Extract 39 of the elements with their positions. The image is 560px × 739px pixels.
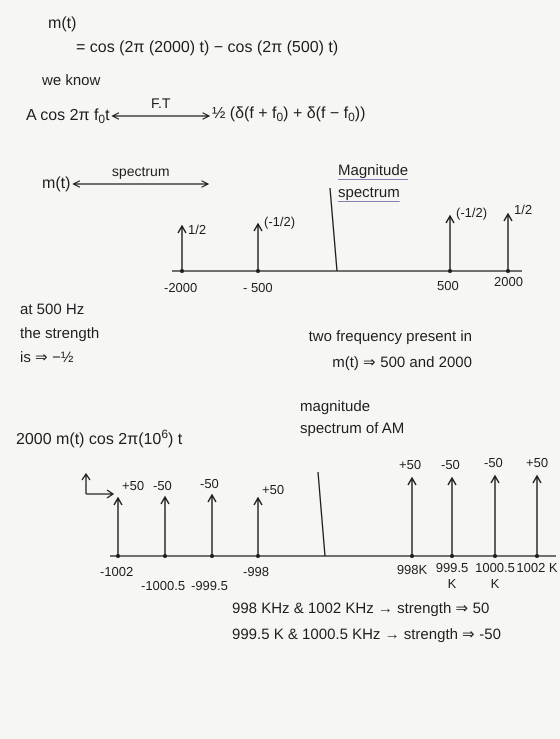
- frequency-label: - 500: [243, 279, 273, 297]
- amplitude-label: 1/2: [514, 201, 532, 219]
- signal-label: m(t): [42, 172, 70, 196]
- frequency-label: -1002: [100, 563, 134, 581]
- frequency-label: 500: [437, 277, 459, 295]
- double-arrow: [72, 180, 209, 188]
- frequency-label: 999.5 K: [434, 560, 470, 592]
- frequency-label: 2000: [494, 273, 523, 291]
- frequency-label: -999.5: [191, 577, 228, 595]
- amplitude-label: +50: [526, 454, 548, 472]
- amplitude-label: +50: [262, 481, 284, 499]
- formula-text: A cos 2π f$_{0}$t: [26, 104, 110, 128]
- amplitude-label: -50: [484, 454, 503, 472]
- note-text: 999.5 K & 1000.5 KHz → strength ⇒ -50: [232, 625, 501, 645]
- double-arrow: [112, 112, 210, 120]
- signal-label: m(t): [48, 14, 76, 34]
- amplitude-label: -50: [153, 477, 172, 495]
- amplitude-label: 1/2: [188, 221, 206, 239]
- frequency-label: 1000.5 K: [474, 560, 516, 592]
- amplitude-label: +50: [122, 477, 144, 495]
- note-text: 998 KHz & 1002 KHz → strength ⇒ 50: [232, 599, 490, 619]
- amplitude-label: -50: [200, 475, 219, 493]
- plot-title: Magnitude spectrum: [338, 161, 410, 203]
- frequency-label: -2000: [164, 279, 198, 297]
- note-text: we know: [42, 71, 100, 91]
- equation-text: 2000 m(t) cos 2π(10$^{6}$) t: [16, 428, 182, 450]
- frequency-label: -998: [243, 563, 270, 581]
- amplitude-label: (-1/2): [264, 213, 296, 231]
- amplitude-label: -50: [441, 456, 460, 474]
- equation-text: = cos (2π (2000) t) − cos (2π (500) t): [76, 38, 338, 58]
- frequency-label: 1002 K: [516, 560, 558, 576]
- frequency-label: -1000.5: [141, 577, 186, 595]
- formula-text: ½ (δ(f + f$_{0}$) + δ(f − f$_{0}$)): [212, 102, 366, 126]
- note-text: two frequency present in m(t) ⇒ 500 and 2000: [308, 327, 472, 373]
- frequency-label: 998K: [396, 561, 428, 579]
- amplitude-label: +50: [399, 456, 422, 474]
- plot-title: magnitude spectrum of AM: [300, 397, 406, 439]
- amplitude-label: (-1/2): [456, 204, 488, 222]
- note-text: at 500 Hz the strength is ⇒ −½: [20, 300, 100, 368]
